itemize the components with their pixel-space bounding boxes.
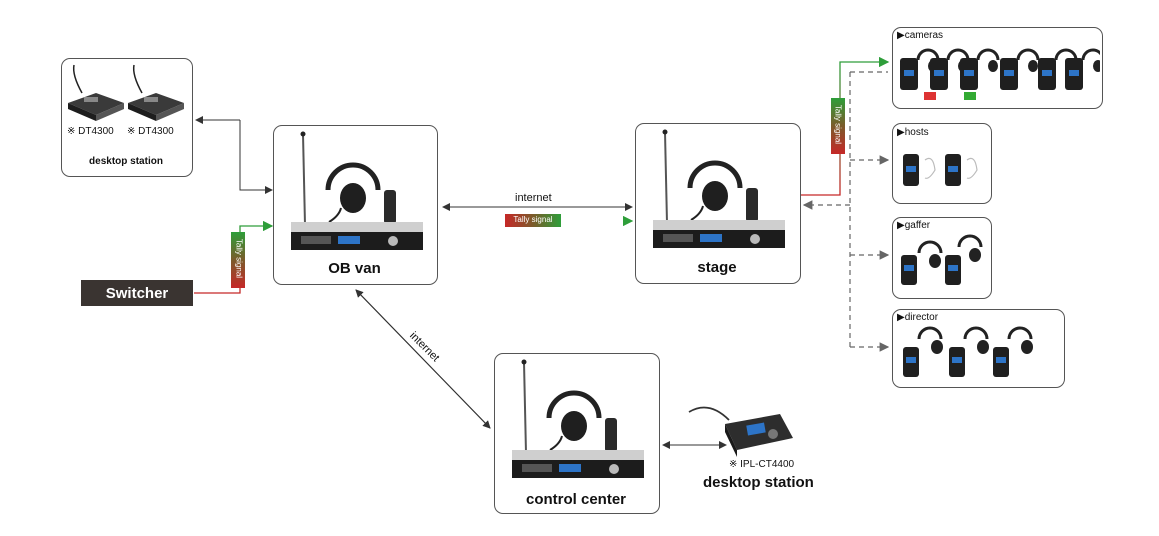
desk-mic-icon (68, 64, 124, 121)
intercom-station-icon (291, 131, 423, 250)
switcher-box: Switcher (81, 280, 193, 306)
desktop-station-left (61, 58, 193, 177)
obvan-label: OB van (328, 260, 381, 277)
tally-label-left: Tally signal (234, 238, 244, 279)
tally-label-mid: Tally signal (513, 215, 553, 224)
gaffer-label: ▶gaffer (897, 220, 931, 231)
desktop-station-left-label: desktop station (89, 156, 163, 167)
cameras-label: ▶cameras (897, 30, 944, 41)
gaffer-beltpacks (901, 234, 983, 285)
dt4300-label-1: ※ DT4300 (67, 126, 114, 137)
link-stage-cameras (800, 56, 890, 196)
director-beltpacks (903, 326, 1033, 377)
triangle-icon: ▶ (897, 220, 905, 231)
hosts-label: ▶hosts (897, 127, 929, 138)
intercom-station-icon (512, 359, 644, 478)
cameras-beltpacks (900, 48, 1100, 100)
intercom-station-icon (653, 129, 785, 248)
director-label: ▶director (897, 312, 939, 323)
internet-label-top: internet (515, 192, 552, 204)
link-switcher-obvan (194, 220, 274, 294)
triangle-icon: ▶ (897, 30, 905, 41)
triangle-icon: ▶ (897, 312, 905, 323)
triangle-icon: ▶ (897, 127, 905, 138)
control-center-box (494, 353, 660, 514)
stage-label: stage (697, 259, 737, 276)
dt4300-label-2: ※ DT4300 (127, 126, 174, 137)
desk-mic-icon (128, 64, 184, 121)
ipl-ct4400-device (688, 406, 793, 457)
tally-label-right: Tally signal (833, 104, 843, 145)
hosts-beltpacks (903, 154, 978, 186)
desktop-station-bottom-label: desktop station (703, 474, 814, 491)
ipl-ct4400-label: ※ IPL-CT4400 (729, 459, 795, 470)
control-center-label: control center (525, 491, 627, 508)
dt4300-devices (68, 64, 184, 121)
link-desk-obvan (239, 120, 273, 194)
